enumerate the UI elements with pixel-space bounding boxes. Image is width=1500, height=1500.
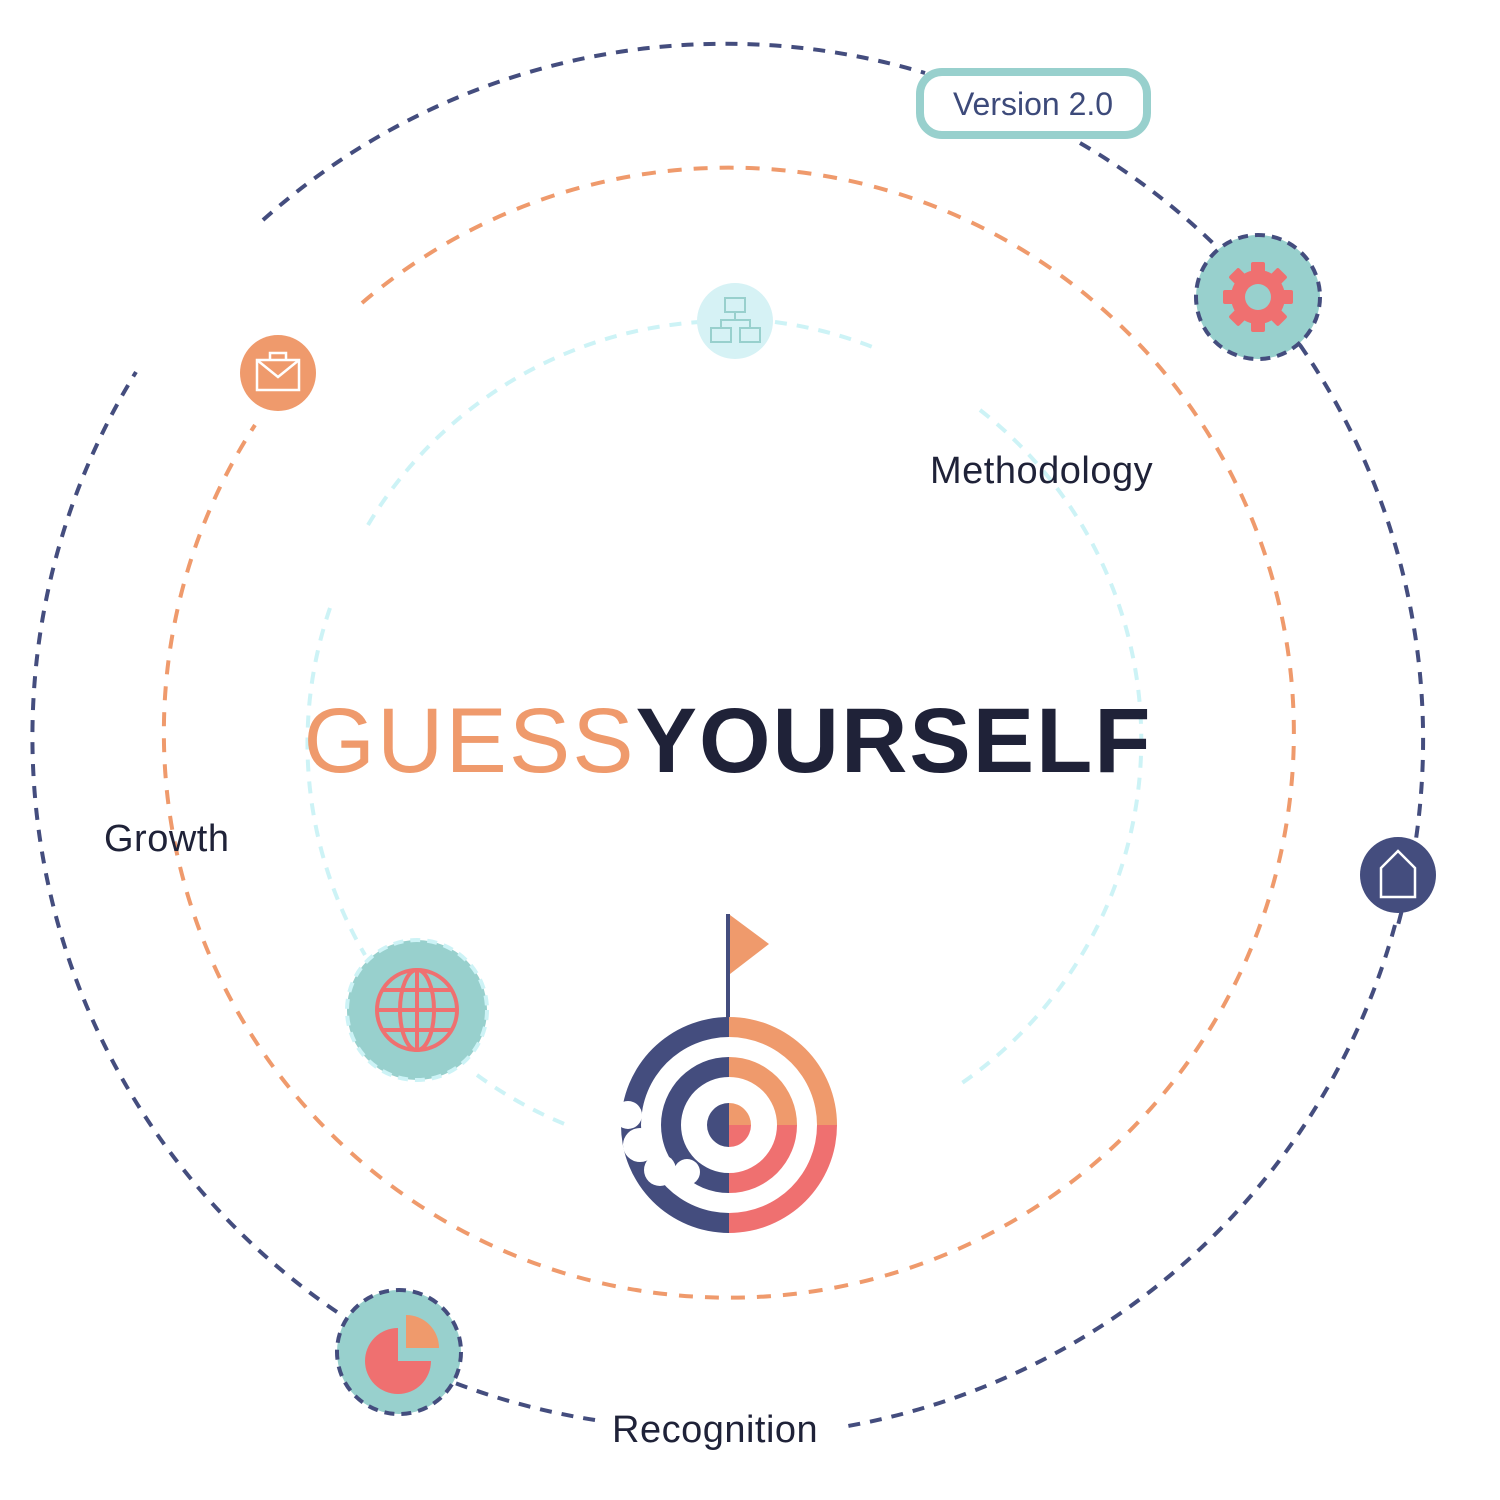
- brand-title-guess: GUESS: [303, 690, 635, 792]
- version-badge: Version 2.0: [916, 68, 1151, 139]
- inner-ring: [305, 320, 1144, 1129]
- brand-title: GUESSYOURSELF: [303, 690, 1152, 792]
- outer-ring: [30, 41, 1426, 1428]
- flag-icon: [726, 914, 769, 1025]
- target-icon: [614, 1017, 837, 1233]
- briefcase-node: [240, 335, 316, 411]
- home-icon: [1379, 849, 1417, 899]
- pie-chart-node: [335, 1288, 463, 1416]
- gear-icon: [1223, 262, 1293, 332]
- home-node: [1360, 837, 1436, 913]
- label-growth: Growth: [104, 818, 229, 860]
- gear-node: [1194, 233, 1322, 361]
- label-recognition: Recognition: [612, 1409, 818, 1451]
- sitemap-node: [697, 283, 773, 359]
- middle-ring: [161, 165, 1296, 1300]
- globe-icon: [375, 968, 459, 1052]
- globe-node: [345, 938, 489, 1082]
- label-methodology: Methodology: [930, 450, 1153, 492]
- sitemap-icon: [710, 297, 761, 343]
- version-label: Version 2.0: [953, 86, 1113, 122]
- pie-chart-icon: [365, 1315, 439, 1394]
- target-logo: [614, 914, 837, 1233]
- briefcase-icon: [255, 351, 301, 392]
- brand-title-yourself: YOURSELF: [636, 690, 1153, 792]
